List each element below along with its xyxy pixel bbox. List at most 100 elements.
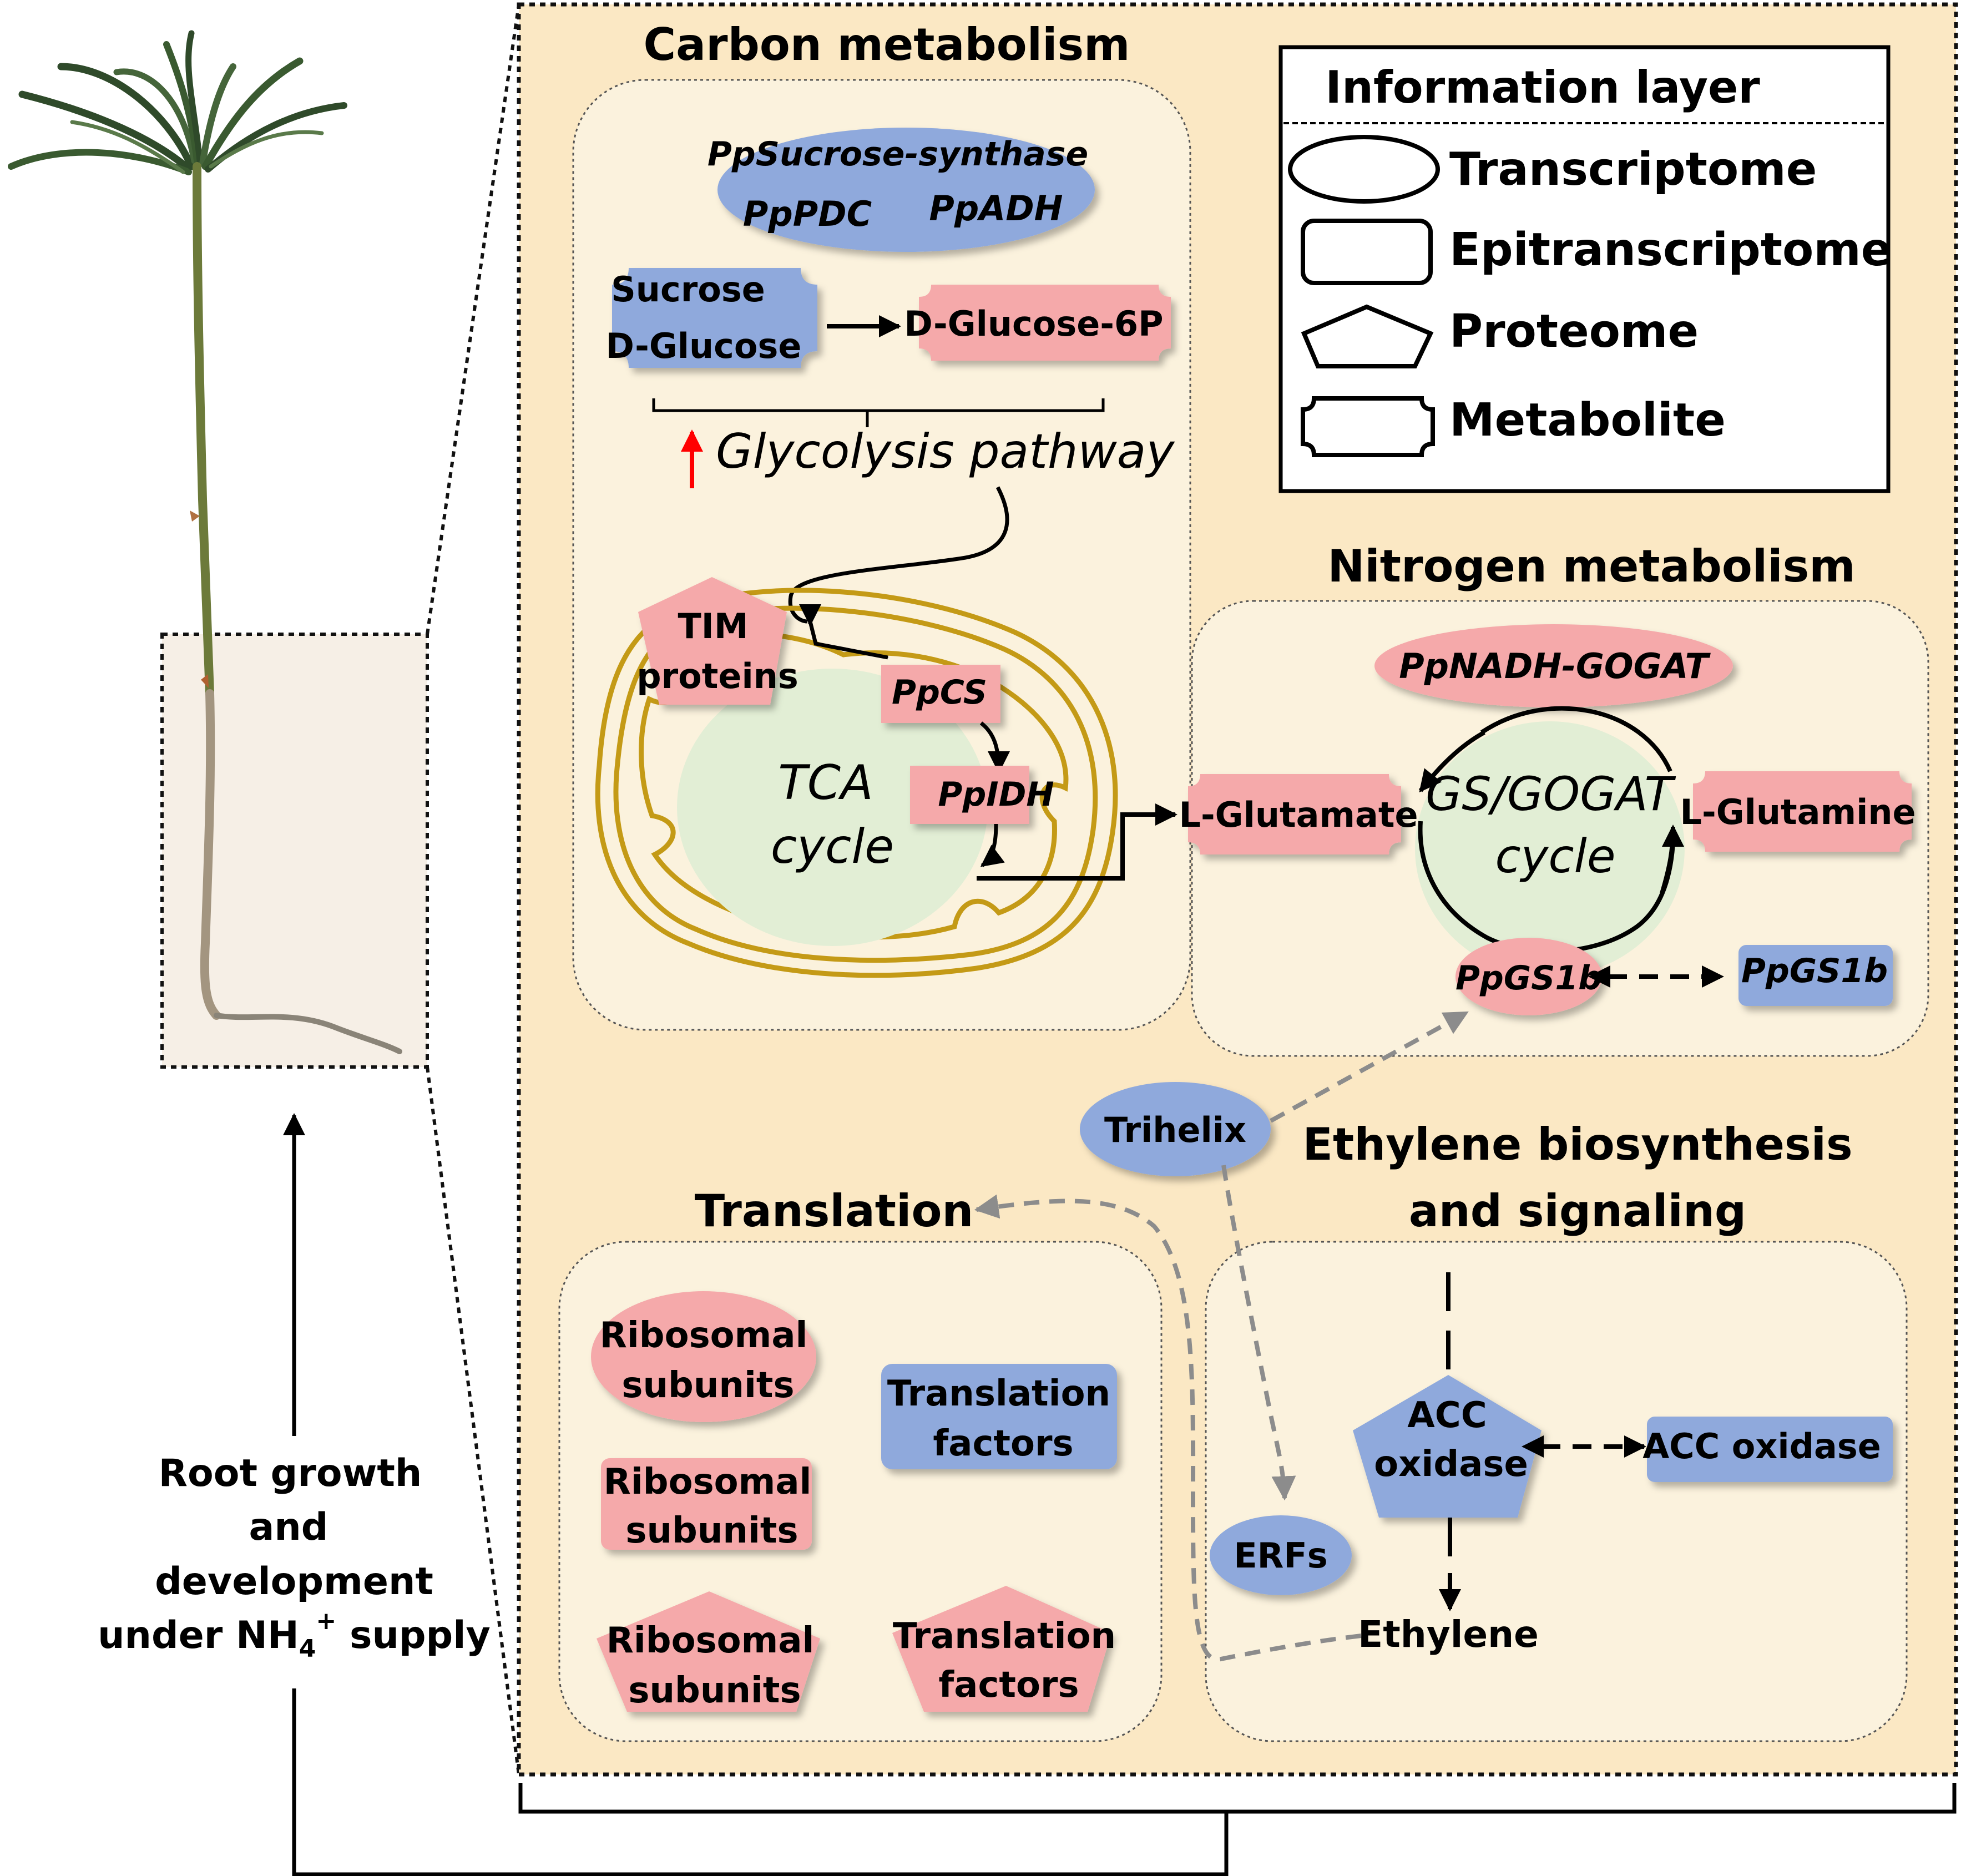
- ppcs-to-ppidh-arrow: [979, 721, 1010, 773]
- ribosomal-pentagon-label-1: Ribosomal: [607, 1620, 815, 1661]
- legend-rect-icon: [1301, 219, 1433, 285]
- ribosomal-pentagon-label-2: subunits: [628, 1670, 801, 1711]
- translation-title: Translation: [695, 1185, 974, 1237]
- legend-pentagon-icon: [1301, 304, 1434, 368]
- nitrogen-title: Nitrogen metabolism: [1327, 540, 1855, 592]
- acc-pentagon-label-1: ACC: [1407, 1395, 1487, 1436]
- ppgs1b-ellipse: [1455, 938, 1602, 1015]
- tca-to-glutamate-arrow: [977, 803, 1177, 881]
- trihelix-to-ppgs1b-arrow: [1270, 1010, 1469, 1123]
- erfs-label: ERFs: [1234, 1535, 1327, 1576]
- sucrose-glucose-box: [612, 268, 817, 368]
- ppidh-to-tca-arrow: [980, 823, 1005, 867]
- legend-metabolite-icon: [1301, 396, 1435, 457]
- plant-illustration: [8, 30, 429, 1069]
- legend-title: Information layer: [1325, 62, 1760, 113]
- ppadh-label: PpADH: [929, 188, 1063, 229]
- tca-cycle-circle: [677, 669, 988, 946]
- ppgs1b-ellipse-label: PpGS1b: [1455, 959, 1602, 998]
- ethylene-label: Ethylene: [1358, 1613, 1539, 1656]
- root: [214, 1013, 402, 1054]
- root-line-2: and: [249, 1505, 328, 1549]
- l-glutamate-label: L-Glutamate: [1179, 795, 1418, 835]
- l-glutamine-box: [1693, 771, 1912, 852]
- d-glucose-6p-label: D-Glucose-6P: [904, 304, 1163, 344]
- legend-epitranscriptome: Epitranscriptome: [1449, 224, 1892, 276]
- gs-gogat-label-1: GS/GOGAT: [1426, 767, 1676, 821]
- legend-ellipse-icon: [1288, 135, 1440, 204]
- ppgs1b-box: [1738, 945, 1893, 1006]
- trihelix-to-erfs-arrow: [1221, 1165, 1296, 1501]
- glycolysis-label: Glycolysis pathway: [716, 424, 1175, 479]
- stem-lower: [200, 689, 221, 1020]
- needles: [8, 30, 347, 175]
- ribosomal-box-label-2: subunits: [625, 1510, 798, 1551]
- gs-gogat-cycle-top: [1480, 706, 1672, 772]
- ppsucrose-synthase-ellipse: [717, 128, 1095, 252]
- ribosomal-ellipse-label-1: Ribosomal: [600, 1315, 808, 1356]
- ethylene-group: [1205, 1241, 1908, 1742]
- tim-label-1: TIM: [678, 606, 748, 646]
- glycolysis-to-tca-arrow: [788, 486, 1009, 624]
- gs-gogat-circle: [1415, 721, 1685, 977]
- ribosomal-subunits-box: [601, 1458, 812, 1550]
- trihelix-label: Trihelix: [1104, 1110, 1246, 1150]
- tim-proteins-pentagon: [638, 577, 787, 705]
- l-glutamate-box: [1188, 774, 1401, 854]
- translation-factors-pentagon: [892, 1586, 1111, 1712]
- ethylene-to-translation-arrow: [974, 1194, 1362, 1662]
- root-line-1: Root growth: [159, 1452, 422, 1495]
- translation-factors-box: [881, 1364, 1117, 1469]
- feedback-line: [292, 1688, 1226, 1876]
- legend-proteome: Proteome: [1449, 305, 1699, 358]
- tca-entry-arrow: [808, 621, 889, 660]
- d-glucose-label: D-Glucose: [606, 326, 802, 366]
- ppcs-label: PpCS: [892, 673, 987, 712]
- ribosomal-ellipse-label-2: subunits: [621, 1365, 794, 1406]
- ribosomal-subunits-ellipse: [591, 1291, 816, 1422]
- glycolysis-bracket: [652, 398, 1105, 427]
- gs-gogat-label-2: cycle: [1495, 829, 1615, 883]
- ppidh-label: PpIDH: [938, 775, 1054, 814]
- acc-pentagon-label-2: oxidase: [1374, 1444, 1528, 1485]
- ppsucrose-synthase-label: PpSucrose-synthase: [707, 135, 1088, 174]
- carbon-title: Carbon metabolism: [643, 19, 1130, 70]
- pppdc-label: PpPDC: [743, 194, 872, 234]
- ppcs-box: [881, 665, 1000, 723]
- root-line-3: development: [155, 1560, 433, 1604]
- translation-pentagon-label-2: factors: [938, 1665, 1079, 1706]
- tca-label-2: cycle: [771, 819, 894, 874]
- translation-box-label-1: Translation: [887, 1373, 1110, 1414]
- zoom-line-bottom: [426, 1066, 520, 1775]
- ppnadh-gogat-label: PpNADH-GOGAT: [1399, 646, 1711, 686]
- sucrose-label: Sucrose: [611, 269, 765, 310]
- gs-gogat-cycle-left: [1418, 730, 1485, 793]
- translation-pentagon-label-1: Translation: [893, 1616, 1116, 1657]
- ppnadh-gogat-ellipse: [1374, 624, 1733, 707]
- ethylene-title-2: and signaling: [1409, 1185, 1746, 1237]
- erfs-ellipse: [1210, 1515, 1352, 1595]
- ethylene-title-1: Ethylene biosynthesis: [1302, 1119, 1852, 1170]
- plant-zoom-box: [160, 633, 429, 1069]
- gs-gogat-cycle-up: [1660, 825, 1684, 894]
- translation-box-label-2: factors: [933, 1423, 1073, 1464]
- acc-oxidase-box: [1647, 1417, 1893, 1482]
- root-line-4: under NH4+ supply: [98, 1607, 491, 1663]
- d-glucose-6p-box: [919, 285, 1171, 361]
- ribosomal-box-label-1: Ribosomal: [604, 1462, 812, 1503]
- trihelix-ellipse: [1080, 1082, 1271, 1176]
- legend-transcriptome: Transcriptome: [1449, 143, 1817, 196]
- ppidh-box: [910, 766, 1029, 824]
- ppgs1b-box-label: PpGS1b: [1741, 952, 1888, 990]
- legend: Information layer Transcriptome Epitrans…: [1278, 45, 1892, 493]
- tim-label-2: proteins: [636, 656, 798, 696]
- root-growth-label: Root growth and development under NH4+ s…: [98, 1452, 491, 1663]
- zoom-line-top: [426, 4, 520, 635]
- acc-oxidase-pentagon: [1353, 1375, 1542, 1518]
- ribosomal-subunits-pentagon: [597, 1591, 820, 1712]
- l-glutamine-label: L-Glutamine: [1680, 792, 1916, 832]
- tca-label-1: TCA: [778, 755, 873, 811]
- acc-box-label: ACC oxidase: [1642, 1426, 1881, 1467]
- legend-metabolite: Metabolite: [1449, 394, 1726, 447]
